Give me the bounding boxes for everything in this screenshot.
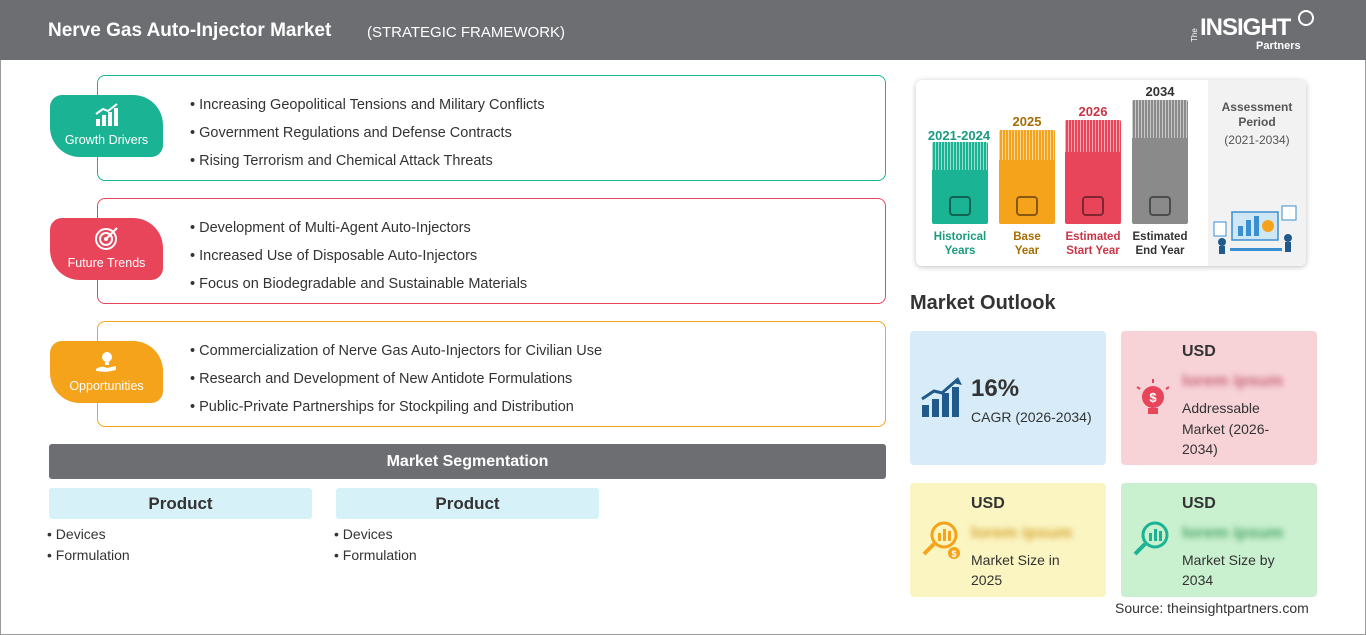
assessment-line: Assessment <box>1221 100 1293 114</box>
period-year: 2025 <box>1012 114 1042 129</box>
page-title: Nerve Gas Auto-Injector Market <box>48 20 332 41</box>
cagr-card: 16% CAGR (2026-2034) <box>910 331 1106 465</box>
market-size-2034-label-line: 2034 <box>1182 572 1214 588</box>
period-bar <box>999 130 1055 224</box>
growth-drivers-tag: Growth Drivers <box>50 95 163 157</box>
target-icon <box>95 227 118 250</box>
list-item: Focus on Biodegradable and Sustainable M… <box>190 275 527 303</box>
lightbulb-dollar-icon: $ <box>1136 379 1170 414</box>
page-subtitle: (STRATEGIC FRAMEWORK) <box>367 24 566 41</box>
future-trends-list: Development of Multi-Agent Auto-Injector… <box>190 219 527 303</box>
future-trends-box: Development of Multi-Agent Auto-Injector… <box>97 198 886 304</box>
lightbulb-hand-icon <box>96 352 116 372</box>
history-icon <box>949 196 971 216</box>
magnifier-dollar-icon: $ <box>922 521 960 559</box>
logo-prefix: The <box>1190 28 1199 42</box>
header-bar: Nerve Gas Auto-Injector Market (STRATEGI… <box>0 0 1366 60</box>
assessment-range: (2021-2034) <box>1224 133 1290 147</box>
market-size-2025-card: $ USD lorem ipsum Market Size in 2025 <box>910 483 1106 597</box>
addressable-market-card: $ USD lorem ipsum Addressable Market (20… <box>1121 331 1317 465</box>
logo-ring-icon <box>1298 10 1314 26</box>
market-size-2025-label-line: 2025 <box>971 572 1003 588</box>
opportunities-list: Commercialization of Nerve Gas Auto-Inje… <box>190 342 602 426</box>
period-bar <box>932 142 988 224</box>
presentation-icon <box>1149 196 1171 216</box>
addressable-label-line: Addressable <box>1182 400 1260 416</box>
market-size-2034-card: USD lorem ipsum Market Size by 2034 <box>1121 483 1317 597</box>
analytics-illustration-icon <box>1213 205 1297 254</box>
addressable-label-line: Market (2026- <box>1182 421 1270 437</box>
svg-text:$: $ <box>951 549 956 559</box>
addressable-label-line: 2034) <box>1182 441 1218 457</box>
list-item: Rising Terrorism and Chemical Attack Thr… <box>190 152 545 180</box>
market-size-2025-currency: USD <box>971 495 1005 512</box>
market-size-2034-currency: USD <box>1182 495 1216 512</box>
growth-drivers-label: Growth Drivers <box>64 133 149 147</box>
growth-drivers-box: Increasing Geopolitical Tensions and Mil… <box>97 75 886 181</box>
cagr-value: 16% <box>971 375 1020 402</box>
insight-partners-logo[interactable]: The INSIGHT Partners <box>1190 8 1320 54</box>
calendar-icon <box>1016 196 1038 216</box>
rising-bars-icon <box>921 377 962 417</box>
list-item: Increasing Geopolitical Tensions and Mil… <box>190 96 544 124</box>
opportunities-label: Opportunities <box>69 379 144 393</box>
list-item: Public-Private Partnerships for Stockpil… <box>190 398 602 426</box>
future-trends-label: Future Trends <box>67 256 146 270</box>
market-size-2034-label-line: Market Size by <box>1182 552 1275 568</box>
period-year: 2026 <box>1078 104 1108 119</box>
growth-drivers-list: Increasing Geopolitical Tensions and Mil… <box>190 96 545 180</box>
source-credit: Source: theinsightpartners.com <box>1115 600 1309 616</box>
blurred-value: lorem ipsum <box>1182 523 1284 542</box>
blurred-value: lorem ipsum <box>1182 371 1284 390</box>
segment-item: Devices <box>47 526 106 542</box>
segment-item: Formulation <box>334 547 417 563</box>
period-bar <box>1132 100 1188 224</box>
period-bar <box>1065 120 1121 224</box>
market-outlook-title: Market Outlook <box>910 292 1056 314</box>
cagr-label: CAGR (2026-2034) <box>971 409 1092 425</box>
logo-main: INSIGHT <box>1200 14 1291 41</box>
segmentation-header: Market Segmentation <box>49 444 886 479</box>
market-size-2025-label-line: Market Size in <box>971 552 1060 568</box>
list-item: Commercialization of Nerve Gas Auto-Inje… <box>190 342 602 370</box>
segment-heading: Product <box>49 488 312 519</box>
segment-item: Devices <box>334 526 393 542</box>
magnifier-chart-icon <box>1133 521 1169 556</box>
period-year: 2021-2024 <box>927 128 991 143</box>
addressable-currency: USD <box>1182 343 1216 360</box>
svg-text:$: $ <box>1149 390 1157 405</box>
start-icon <box>1082 196 1104 216</box>
segment-item: Formulation <box>47 547 130 563</box>
segment-heading: Product <box>336 488 599 519</box>
logo-sub: Partners <box>1256 40 1301 52</box>
list-item: Increased Use of Disposable Auto-Injecto… <box>190 247 527 275</box>
list-item: Development of Multi-Agent Auto-Injector… <box>190 219 527 247</box>
opportunities-box: Commercialization of Nerve Gas Auto-Inje… <box>97 321 886 427</box>
opportunities-tag: Opportunities <box>50 341 163 403</box>
assessment-line: Period <box>1238 115 1276 129</box>
growth-chart-icon <box>95 103 118 126</box>
period-year: 2034 <box>1145 84 1175 99</box>
list-item: Research and Development of New Antidote… <box>190 370 602 398</box>
list-item: Government Regulations and Defense Contr… <box>190 124 545 152</box>
future-trends-tag: Future Trends <box>50 218 163 280</box>
blurred-value: lorem ipsum <box>971 523 1073 542</box>
